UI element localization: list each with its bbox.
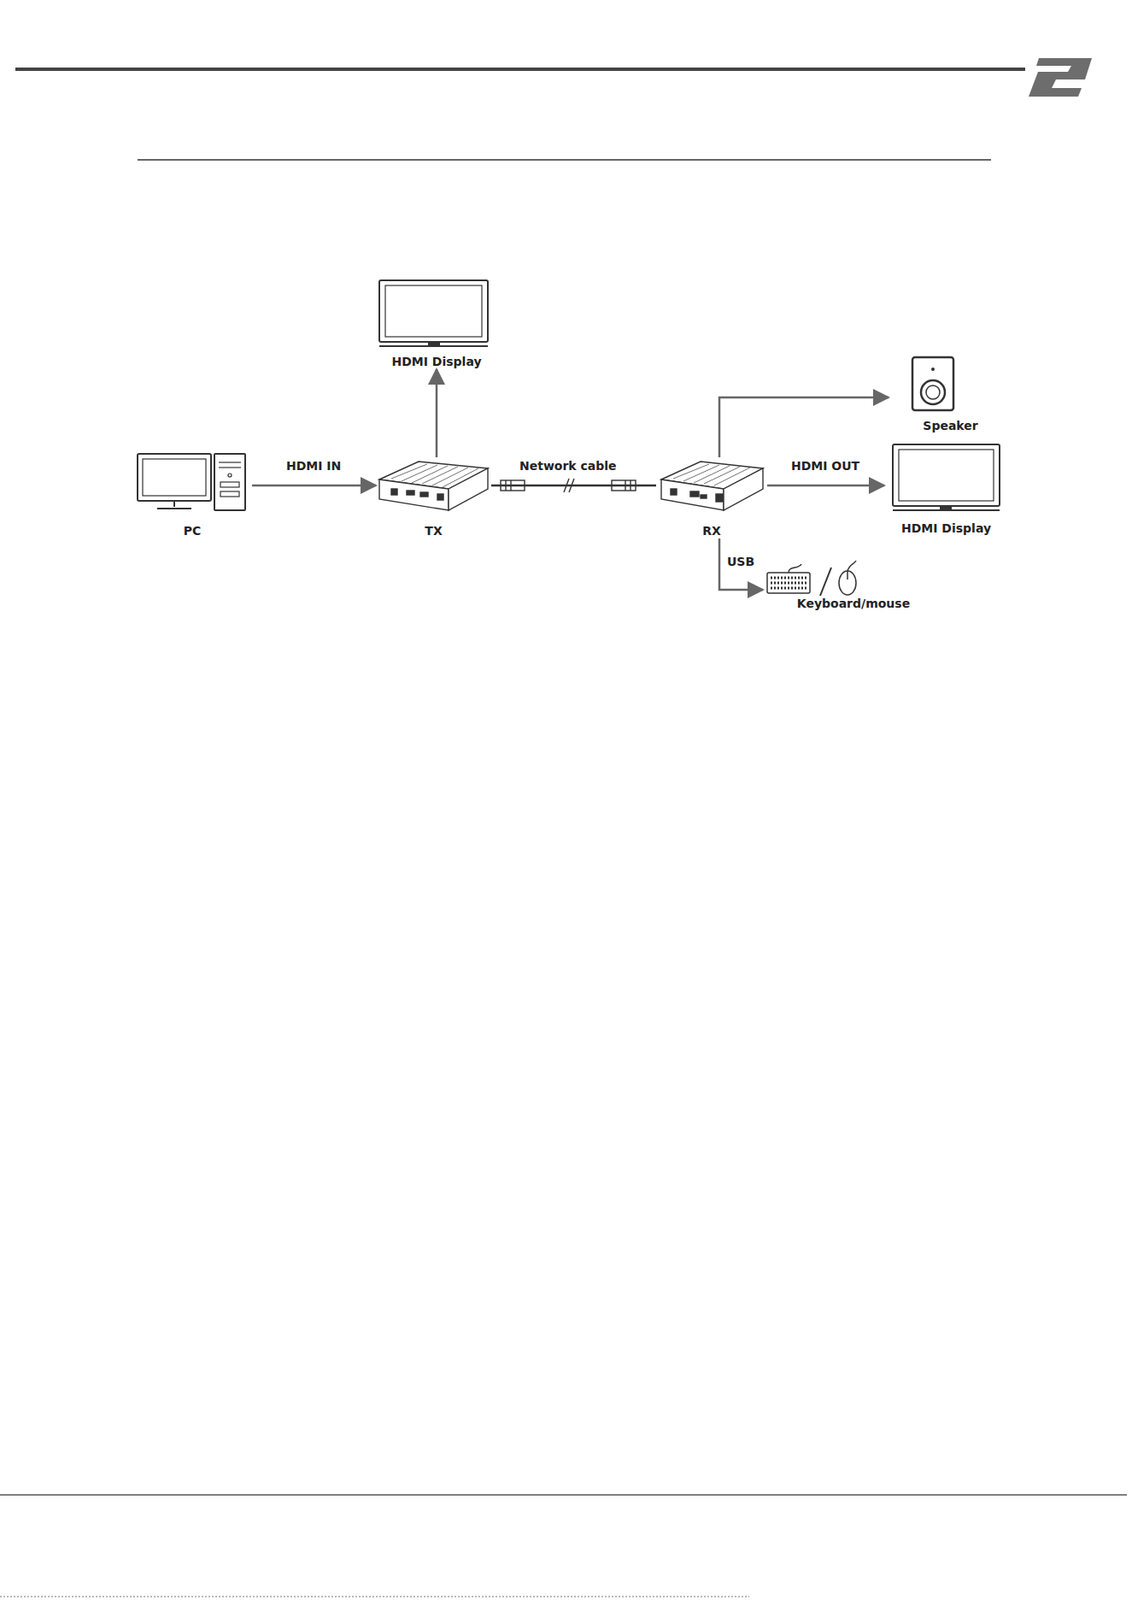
- signal-arrow: [252, 484, 376, 487]
- rx-device-part: [673, 463, 710, 479]
- tx-device-part: [391, 488, 398, 495]
- speaker-icon-part: [912, 357, 954, 411]
- display-icon-part: [898, 449, 994, 501]
- device-label: PC: [183, 523, 202, 539]
- device-label: RX: [702, 523, 722, 539]
- tx-device-part: [420, 492, 429, 497]
- network-cable-plugs-part: [624, 480, 626, 491]
- brand-logo-part: [1028, 58, 1092, 97]
- display-icon-part: [379, 280, 488, 342]
- network-cable-plugs-part: [611, 480, 636, 491]
- tx-device-part: [406, 490, 415, 495]
- connection-label: USB: [727, 554, 755, 569]
- keyboard-mouse-icon-part: [847, 560, 857, 571]
- device-node: HDMI Display: [367, 275, 506, 370]
- signal-arrow: [719, 397, 889, 458]
- display-icon-part: [385, 285, 482, 337]
- display-icon-part: [428, 341, 440, 347]
- rx-device: [661, 461, 763, 511]
- keyboard-mouse-icon-part: [770, 581, 807, 585]
- pc-icon-part: [173, 500, 176, 507]
- pc-icon-part: [218, 466, 241, 468]
- pc-icon-part: [228, 473, 232, 477]
- rx-device-part: [715, 493, 723, 502]
- page-rules-part: [0, 1595, 750, 1597]
- keyboard-mouse-icon-part: [767, 572, 810, 593]
- rx-device-part: [670, 488, 677, 495]
- device-node: TX: [375, 457, 492, 539]
- pc-icon-part: [220, 491, 240, 497]
- rx-device-part: [661, 479, 724, 511]
- keyboard-mouse-icon-part: [838, 570, 857, 595]
- speaker-icon-part: [920, 380, 945, 405]
- connection-label: Network cable: [519, 458, 617, 474]
- pc-icon-part: [157, 507, 192, 510]
- signal-arrow: [435, 369, 439, 458]
- keyboard-mouse-icon-part: [846, 570, 849, 580]
- keyboard-mouse-icon-part: [788, 563, 802, 573]
- keyboard-mouse-icon-part: [820, 567, 832, 596]
- keyboard-mouse-icon-part: [770, 586, 807, 590]
- device-node: PC: [132, 448, 253, 539]
- tx-device-part: [391, 463, 428, 479]
- connection-label: HDMI OUT: [791, 458, 860, 474]
- page-rules-part: [137, 158, 992, 161]
- speaker-icon: [912, 357, 954, 411]
- device-node: RX: [656, 457, 768, 539]
- network-cable-plugs-part: [568, 478, 575, 493]
- pc-icon-part: [137, 453, 212, 501]
- speaker-icon-part: [931, 367, 935, 371]
- device-node: Keyboard/mouse: [762, 555, 945, 611]
- device-node: Speaker: [888, 351, 1013, 434]
- network-cable-plugs-part: [563, 478, 569, 493]
- network-cable-plugs-part: [510, 480, 511, 491]
- display-icon-part: [940, 505, 951, 511]
- page-rules: [0, 69, 1127, 1596]
- tx-device-part: [379, 479, 449, 511]
- display-icon-part: [892, 444, 1000, 506]
- brand-logo: [1028, 58, 1092, 97]
- keyboard-mouse-icon-part: [770, 576, 807, 580]
- tx-device: [379, 461, 488, 511]
- device-label: TX: [424, 523, 442, 539]
- page-rules-part: [15, 67, 1026, 71]
- display-icon: [892, 444, 1000, 511]
- network-cable-plugs: [500, 478, 636, 493]
- keyboard-mouse-icon: [767, 560, 857, 596]
- tx-device-part: [442, 468, 479, 487]
- device-label: HDMI Display: [901, 521, 992, 536]
- device-node: HDMI Display: [884, 437, 1009, 536]
- pc-icon-part: [220, 481, 240, 487]
- rx-device-part: [714, 467, 751, 486]
- pc-icon: [137, 453, 246, 511]
- signal-arrow: [767, 484, 885, 487]
- network-cable: [491, 484, 657, 487]
- network-cable-plugs-part: [500, 480, 525, 491]
- tx-device-part: [437, 493, 444, 500]
- network-cable-plugs-part: [504, 480, 506, 491]
- network-cable-plugs-part: [629, 480, 631, 491]
- rx-device-part: [700, 494, 707, 499]
- pc-icon-part: [142, 458, 206, 496]
- device-label: HDMI Display: [391, 354, 481, 370]
- pc-icon-part: [214, 453, 246, 511]
- signal-arrow: [719, 538, 763, 590]
- rx-device-part: [690, 491, 699, 497]
- device-label: Speaker: [922, 418, 978, 434]
- display-icon: [379, 280, 488, 347]
- speaker-icon-part: [926, 385, 940, 399]
- pc-icon-part: [218, 461, 241, 463]
- connection-label: HDMI IN: [286, 458, 341, 474]
- rx-device-part: [723, 468, 763, 511]
- page-rules-part: [0, 1493, 1127, 1496]
- device-label: Keyboard/mouse: [797, 596, 910, 611]
